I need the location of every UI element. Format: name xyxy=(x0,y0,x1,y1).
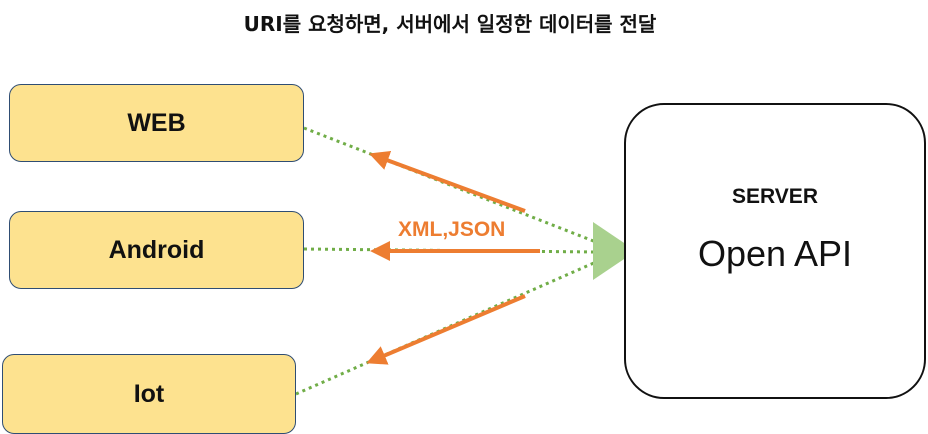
client-android-label: Android xyxy=(108,235,205,264)
diagram-title: URI를 요청하면, 서버에서 일정한 데이터를 전달 xyxy=(243,12,657,36)
client-android-box: Android xyxy=(9,211,304,289)
client-web-label: WEB xyxy=(127,108,186,137)
arrow-to-web xyxy=(368,151,526,213)
client-web-box: WEB xyxy=(9,84,304,162)
server-box: SERVER Open API xyxy=(624,103,926,399)
arrow-to-iot xyxy=(366,294,526,365)
client-iot-label: Iot xyxy=(133,379,165,408)
data-format-label: XML,JSON xyxy=(398,218,506,241)
server-name: Open API xyxy=(697,233,853,274)
server-label: SERVER xyxy=(732,185,818,208)
client-iot-box: Iot xyxy=(2,354,296,434)
source-triangle-icon xyxy=(593,222,636,280)
